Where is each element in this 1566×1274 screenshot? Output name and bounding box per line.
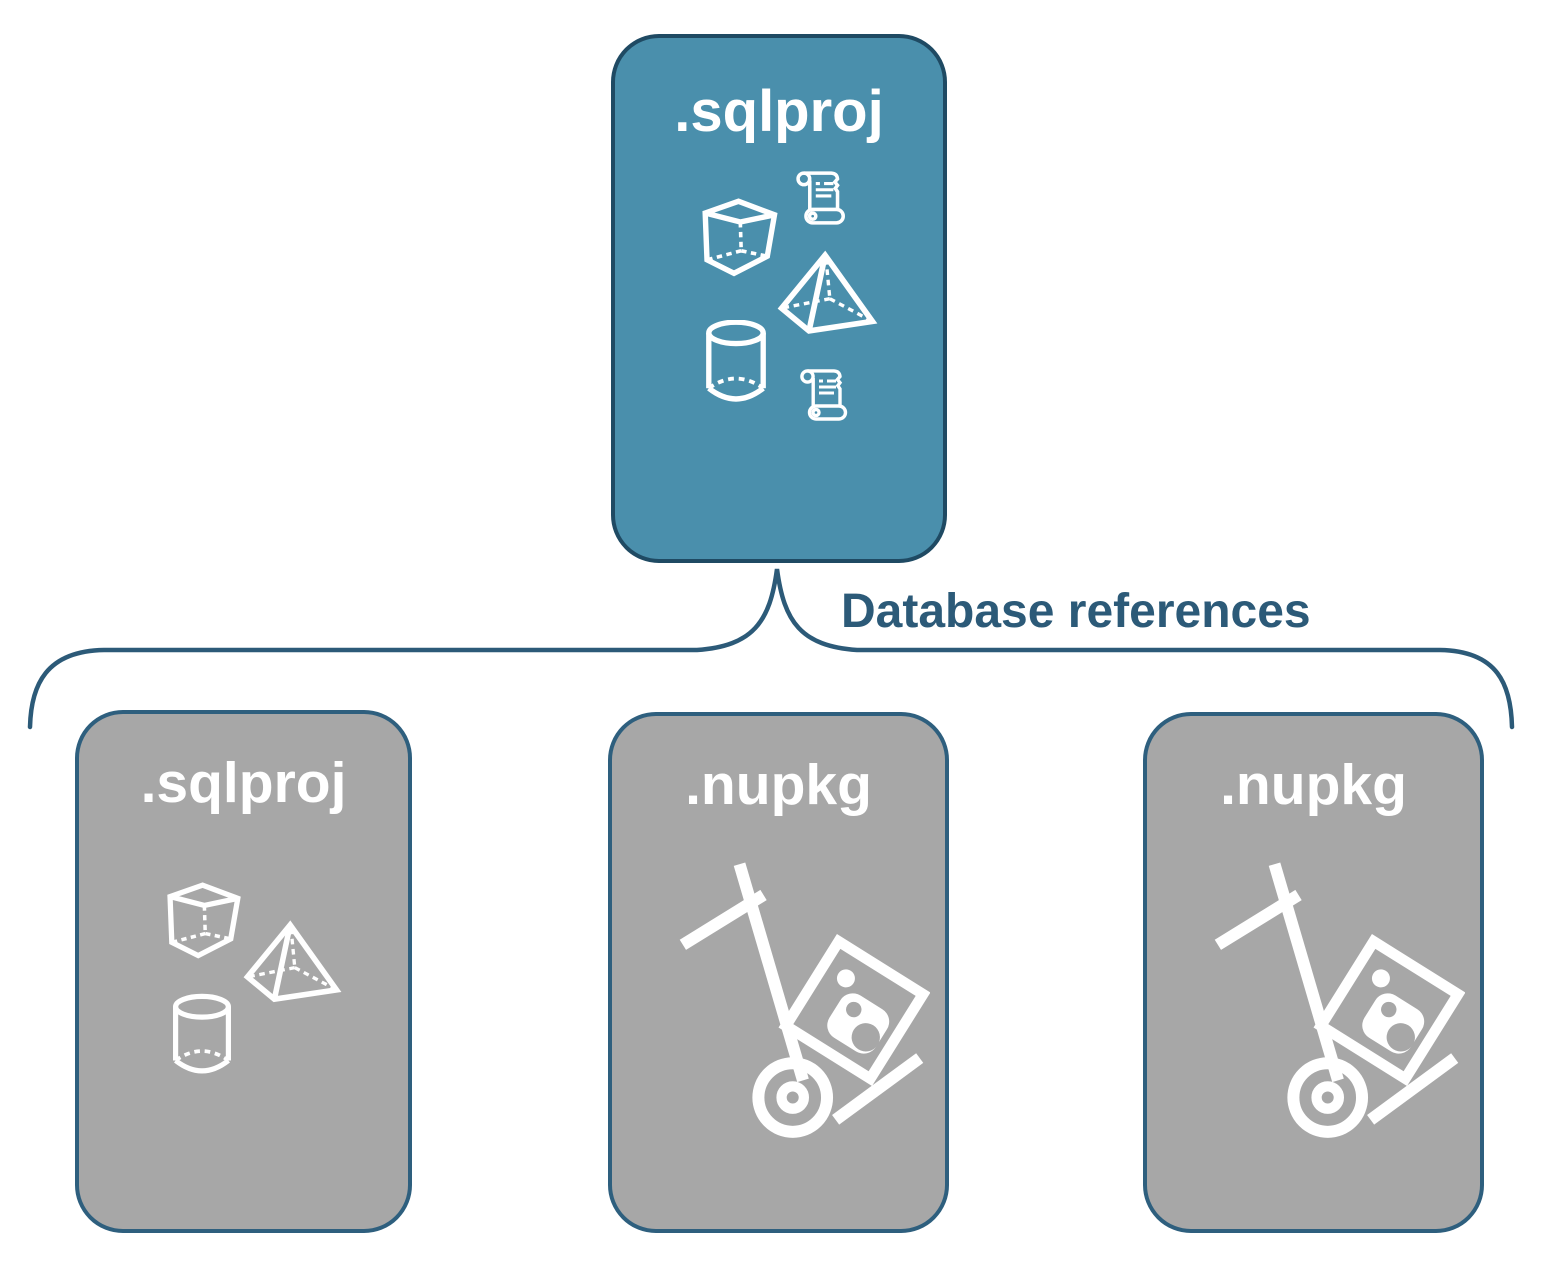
script-scroll-icon	[796, 171, 845, 225]
child-nupkg-card: .nupkg	[608, 712, 949, 1233]
child-card-label: .nupkg	[1220, 753, 1407, 817]
child-card-label: .sqlproj	[140, 751, 347, 815]
package-dolly-icon	[679, 862, 930, 1138]
script-scroll-icon	[800, 369, 848, 421]
child-nupkg-card: .nupkg	[1143, 712, 1484, 1233]
main-card-label: .sqlproj	[674, 79, 884, 144]
cube-icon	[702, 198, 778, 277]
pyramid-icon	[777, 250, 878, 334]
main-sqlproj-card: .sqlproj	[611, 34, 947, 563]
database-cylinder-icon	[173, 993, 231, 1074]
database-cylinder-icon	[706, 320, 766, 402]
pyramid-icon	[243, 920, 342, 1003]
child-sqlproj-card: .sqlproj	[75, 710, 412, 1233]
database-references-label: Database references	[841, 585, 1311, 638]
child-card-label: .nupkg	[685, 753, 872, 817]
package-dolly-icon	[1214, 862, 1465, 1138]
cube-icon	[167, 882, 241, 959]
